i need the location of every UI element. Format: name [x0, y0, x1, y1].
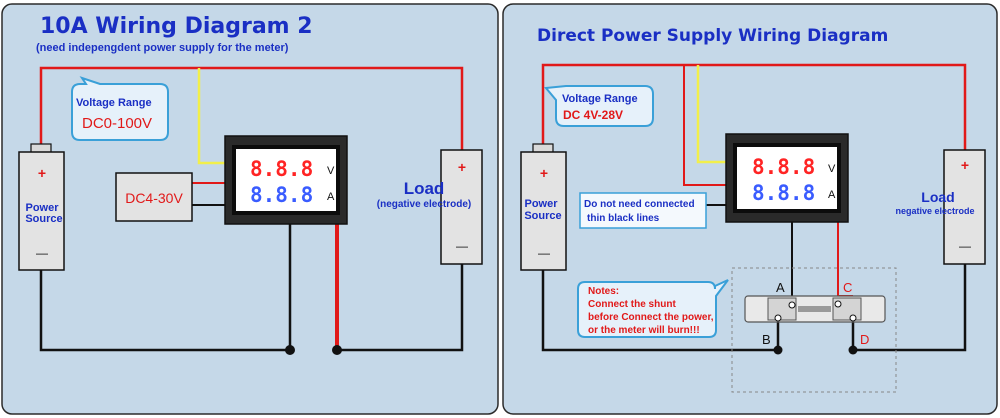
right-notes-line-2: before Connect the power, — [588, 312, 714, 323]
right-junction-d — [848, 345, 858, 355]
right-red-top-wire — [541, 63, 967, 152]
left-battery-body — [18, 151, 65, 271]
right-label-d: D — [860, 332, 869, 347]
right-shunt-screw-a — [788, 301, 796, 309]
left-power-source: + Power Source — — [18, 143, 65, 271]
right-shunt-screw-b — [774, 314, 782, 322]
left-meter-screen — [236, 149, 336, 211]
right-label-a: A — [776, 280, 785, 295]
left-meter-unit-a: A — [327, 191, 335, 203]
left-callout-bubble — [71, 76, 169, 141]
right-junction-b — [773, 345, 783, 355]
left-yellow-wire — [197, 68, 228, 165]
left-load-label: Load — [404, 179, 445, 198]
right-shunt-screw-c — [834, 300, 842, 308]
left-load-body — [440, 149, 483, 265]
right-meter-current: 8.8.8 — [752, 181, 815, 205]
right-notes-callout: Notes: Connect the shunt before Connect … — [577, 279, 729, 338]
left-title: 10A Wiring Diagram 2 — [40, 14, 313, 39]
right-meter-voltage: 8.8.8 — [752, 155, 815, 179]
left-junction-1 — [285, 345, 295, 355]
left-load-plus: + — [458, 159, 466, 175]
right-notes-bubble — [577, 279, 729, 338]
left-panel: 10A Wiring Diagram 2 (need indepengdent … — [1, 3, 499, 415]
left-meter-unit-v: V — [327, 165, 335, 177]
left-battery-plus: + — [38, 165, 46, 181]
left-battery-minus: — — [36, 246, 48, 260]
right-notes-title: Notes: — [588, 286, 619, 297]
right-note-line-1: Do not need connected — [584, 199, 695, 210]
left-callout-value: DC0-100V — [82, 115, 152, 132]
right-load-minus: — — [959, 239, 971, 253]
right-note-line-2: thin black lines — [587, 213, 660, 224]
right-label-b: B — [762, 332, 771, 347]
right-black-bottom-wire — [541, 268, 780, 352]
right-yellow-wire — [696, 65, 728, 164]
right-shunt-block-left — [767, 297, 797, 321]
right-battery-plus: + — [540, 165, 548, 181]
right-meter: 8.8.8 8.8.8 V A — [725, 133, 849, 223]
right-load-sub: negative electrode — [895, 206, 974, 216]
left-power-label-1: Power — [25, 202, 59, 214]
left-load: + — Load (negative electrode) — [377, 149, 483, 265]
right-voltage-callout: Voltage Range DC 4V-28V — [544, 85, 654, 127]
left-black-load-wire — [337, 263, 464, 352]
right-load-plus: + — [961, 157, 969, 173]
left-subtitle: (need indepengdent power supply for the … — [36, 42, 289, 54]
left-load-sub: (negative electrode) — [377, 199, 471, 210]
right-power-label-1: Power — [524, 198, 558, 210]
left-meter-voltage: 8.8.8 — [250, 157, 313, 181]
right-meter-unit-a: A — [828, 189, 836, 201]
right-label-c: C — [843, 280, 852, 295]
right-notes-line-1: Connect the shunt — [588, 299, 676, 310]
left-meter: 8.8.8 8.8.8 V A — [224, 135, 348, 225]
right-black-load-wire — [851, 263, 967, 352]
right-power-source: + Power Source — — [520, 143, 567, 271]
right-note-box — [579, 192, 707, 229]
right-battery-body — [520, 151, 567, 271]
left-power-label-2: Source — [25, 213, 62, 225]
right-red-meter-wire — [683, 65, 728, 186]
left-voltage-callout: Voltage Range DC0-100V — [71, 76, 169, 141]
right-shunt — [744, 295, 886, 323]
right-load-body — [943, 149, 986, 265]
right-callout-label: Voltage Range — [562, 93, 638, 105]
right-title: Direct Power Supply Wiring Diagram — [537, 26, 888, 46]
right-load-label: Load — [921, 189, 954, 205]
left-callout-label: Voltage Range — [76, 97, 152, 109]
right-meter-unit-v: V — [828, 163, 836, 175]
left-meter-current: 8.8.8 — [250, 183, 313, 207]
left-red-top-wire — [39, 66, 464, 152]
right-notes-line-3: or the meter will burn!!! — [588, 325, 700, 336]
right-callout-value: DC 4V-28V — [563, 108, 623, 122]
left-supply-label: DC4-30V — [125, 190, 183, 206]
right-battery-minus: — — [538, 246, 550, 260]
right-panel: Direct Power Supply Wiring Diagram A B C… — [502, 3, 998, 415]
right-power-label-2: Source — [524, 210, 561, 222]
right-callout-bubble — [544, 85, 654, 127]
left-supply-box — [115, 172, 193, 222]
right-load: + — Load negative electrode — [895, 149, 986, 265]
left-black-bottom-wire — [39, 224, 292, 352]
left-load-minus: — — [456, 239, 468, 253]
right-shunt-resistor — [798, 306, 831, 312]
right-shunt-screw-d — [849, 314, 857, 322]
right-meter-screen — [737, 147, 837, 209]
left-junction-2 — [332, 345, 342, 355]
